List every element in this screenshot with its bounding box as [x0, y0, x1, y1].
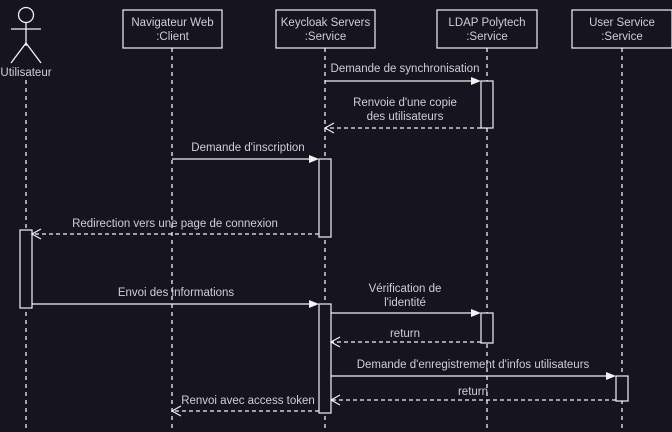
activation-bar-actor-1 — [19, 229, 33, 309]
participant-keycloak-title-line2: :Service — [305, 31, 347, 43]
message-3-arrowhead-icon — [309, 155, 319, 163]
message-5-label: Envoi des informations — [118, 287, 235, 299]
message-2-label-line1: Renvoie d'une copie — [353, 97, 457, 109]
message-renvoie-dune-copie-des-utilisateurs[interactable]: Renvoie d'une copie des utilisateurs — [323, 97, 481, 134]
participant-navigateur[interactable]: Navigateur Web :Client — [122, 9, 223, 432]
message-10-label: Renvoi avec access token — [181, 395, 315, 407]
message-demande-dinscription[interactable]: Demande d'inscription — [172, 142, 319, 163]
message-demande-de-synchronisation[interactable]: Demande de synchronisation — [325, 63, 481, 85]
participant-ldap-title-line2: :Service — [466, 31, 508, 43]
message-8-label: Demande d'enregistrement d'infos utilisa… — [357, 359, 590, 371]
participant-userservice[interactable]: User Service :Service — [571, 9, 672, 432]
message-4-label: Redirection vers une page de connexion — [72, 218, 278, 230]
message-envoi-des-informations[interactable]: Envoi des informations — [32, 287, 319, 308]
message-1-label: Demande de synchronisation — [331, 63, 480, 75]
participant-navigateur-title-line1: Navigateur Web — [131, 17, 213, 29]
actor-left-leg-line — [10, 42, 27, 64]
message-6-arrowhead-icon — [471, 309, 481, 317]
actor-utilisateur[interactable]: Utilisateur — [0, 6, 52, 432]
message-5-arrowhead-icon — [309, 300, 319, 308]
participant-userservice-title-line1: User Service — [589, 17, 655, 29]
message-1-arrowhead-icon — [471, 77, 481, 85]
message-4-arrowhead-icon — [30, 228, 42, 240]
message-verification-de-lidentite[interactable]: Vérification de l'identité — [331, 283, 481, 317]
participant-ldap-title-line1: LDAP Polytech — [448, 17, 525, 29]
activation-bar-ldap-2 — [480, 312, 494, 344]
message-6-label-line2: l'identité — [384, 297, 426, 309]
participant-keycloak-title-line1: Keycloak Servers — [281, 17, 371, 29]
message-7-label: return — [390, 328, 420, 340]
message-7-arrowhead-icon — [329, 336, 341, 348]
message-3-label: Demande d'inscription — [191, 142, 304, 154]
message-2-arrowhead-icon — [323, 122, 335, 134]
activation-bar-ldap-1 — [480, 80, 494, 129]
message-9-arrowhead-icon — [329, 394, 341, 406]
message-return-userservice[interactable]: return — [329, 386, 616, 406]
message-renvoi-avec-access-token[interactable]: Renvoi avec access token — [170, 395, 319, 417]
message-return-ldap[interactable]: return — [329, 328, 481, 348]
actor-right-leg-line — [25, 42, 42, 64]
message-10-arrowhead-icon — [170, 405, 182, 417]
message-8-arrowhead-icon — [606, 372, 616, 380]
activation-bar-userservice-1 — [615, 375, 629, 402]
participant-userservice-title-line2: :Service — [601, 31, 643, 43]
actor-label: Utilisateur — [0, 67, 51, 79]
activation-bar-keycloak-1 — [318, 158, 332, 238]
message-6-label-line1: Vérification de — [369, 283, 442, 295]
actor-head-icon — [17, 6, 35, 24]
message-redirection-vers-une-page-de-connexion[interactable]: Redirection vers une page de connexion — [30, 218, 319, 240]
participant-navigateur-title-line2: :Client — [156, 31, 189, 43]
message-2-label-line2: des utilisateurs — [367, 111, 444, 123]
activation-bar-keycloak-2 — [318, 303, 332, 414]
message-demande-denregistrement-dinfos-utilisateurs[interactable]: Demande d'enregistrement d'infos utilisa… — [331, 359, 616, 380]
message-9-label: return — [458, 386, 488, 398]
